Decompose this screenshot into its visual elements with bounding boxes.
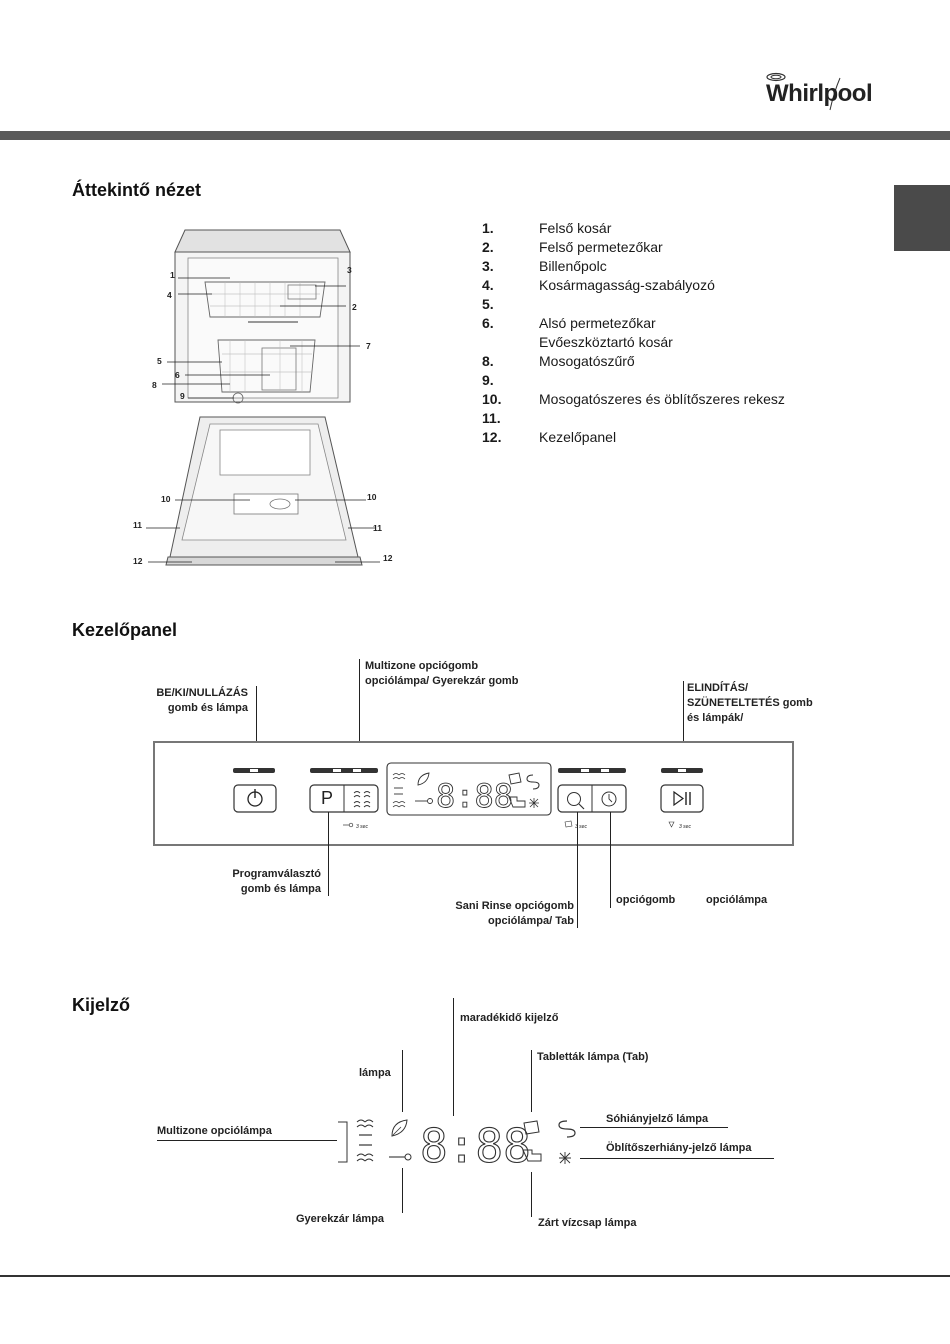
hold-3sec-label: 3 sec <box>575 824 587 830</box>
parts-legend: 1.Felső kosár 2.Felső permetezőkar 3.Bil… <box>482 219 842 447</box>
label-start-button: ELINDÍTÁS/ SZÜNETELTETÉS gomb és lámpák/ <box>687 682 813 724</box>
section-title-panel: Kezelőpanel <box>72 620 178 640</box>
diagram-number: 9 <box>180 391 185 401</box>
label-sani-rinse: Sani Rinse opciógomb opciólámpa/ Tab <box>455 900 574 927</box>
legend-item: 8.Mosogatószűrő <box>482 353 635 369</box>
logo-text: Whirlpool <box>766 80 873 107</box>
legend-item: 1.Felső kosár <box>482 220 612 236</box>
legend-item: 10.Mosogatószeres és öblítőszeres rekesz <box>482 391 785 407</box>
header-bar <box>0 131 950 140</box>
diagram-number: 8 <box>152 380 157 390</box>
label-program-button: Programválasztó gomb és lámpa <box>232 868 321 895</box>
option-button[interactable] <box>592 785 626 812</box>
legend-item: 3.Billenőpolc <box>482 258 607 274</box>
logo-swirl-icon <box>766 72 841 111</box>
legend-item: 4.Kosármagasság-szabályozó <box>482 277 715 293</box>
panel-display-digits: 8:88 <box>436 777 513 815</box>
label-multizone-lamp: Multizone opciólámpa <box>157 1125 272 1137</box>
diagram-number: 5 <box>157 356 162 366</box>
section-title-display: Kijelző <box>72 995 131 1015</box>
display-digits: 8:88 <box>420 1119 531 1172</box>
legend-item: 5. <box>482 296 494 312</box>
legend-item: 11. <box>482 410 501 426</box>
legend-item: 6.Alsó permetezőkar <box>482 315 656 331</box>
diagram-number: 11 <box>133 520 142 530</box>
label-multizone-button: Multizone opciógomb opciólámpa/ Gyerekzá… <box>365 660 519 687</box>
label-lamp: lámpa <box>359 1067 391 1079</box>
hold-3sec-label: 3 sec <box>679 824 691 830</box>
diagram-number: 10 <box>367 492 377 502</box>
label-option-lamp: opciólámpa <box>706 894 768 906</box>
diagram-number: 4 <box>167 290 172 300</box>
legend-item: 2.Felső permetezőkar <box>482 239 663 255</box>
hold-3sec-label: 3 sec <box>356 824 368 830</box>
control-panel: 8:88 3 sec 3 sec 3 sec <box>153 741 794 846</box>
program-button[interactable]: P <box>320 788 333 808</box>
start-pause-button[interactable] <box>661 785 703 812</box>
display-detail: 8:88 <box>338 1118 576 1172</box>
multizone-button[interactable] <box>344 785 378 812</box>
legend-item: 12.Kezelőpanel <box>482 429 617 445</box>
diagram-number: 1 <box>170 270 175 280</box>
label-tap-lamp: Zárt vízcsap lámpa <box>538 1217 637 1229</box>
label-remaining-time: maradékidő kijelző <box>460 1012 559 1024</box>
diagram-number: 12 <box>383 553 393 563</box>
label-childlock-lamp: Gyerekzár lámpa <box>296 1213 385 1225</box>
diagram-number: 3 <box>347 265 352 275</box>
diagram-number: 7 <box>366 341 371 351</box>
diagram-number: 6 <box>175 370 180 380</box>
legend-item: 9. <box>482 372 494 388</box>
dishwasher-illustration <box>146 229 380 566</box>
diagram-number: 2 <box>352 302 357 312</box>
diagram-number: 10 <box>161 494 171 504</box>
label-rinse-aid-lamp: Öblítőszerhiány-jelző lámpa <box>606 1142 752 1154</box>
diagram-number: 12 <box>133 556 143 566</box>
power-button[interactable] <box>234 785 276 812</box>
label-onoff-button: BE/KI/NULLÁZÁS gomb és lámpa <box>156 687 248 714</box>
label-salt-lamp: Sóhiányjelző lámpa <box>606 1113 709 1125</box>
label-option-button: opciógomb <box>616 894 676 906</box>
diagram-number: 11 <box>373 523 382 533</box>
page-side-tab <box>894 185 950 251</box>
sani-rinse-button[interactable] <box>558 785 592 812</box>
legend-item: Evőeszköztartó kosár <box>539 334 673 350</box>
label-tablets-lamp: Tabletták lámpa (Tab) <box>537 1051 649 1063</box>
section-title-overview: Áttekintő nézet <box>72 180 202 200</box>
whirlpool-logo: Whirlpool <box>762 70 873 118</box>
footer-line <box>0 1275 950 1277</box>
